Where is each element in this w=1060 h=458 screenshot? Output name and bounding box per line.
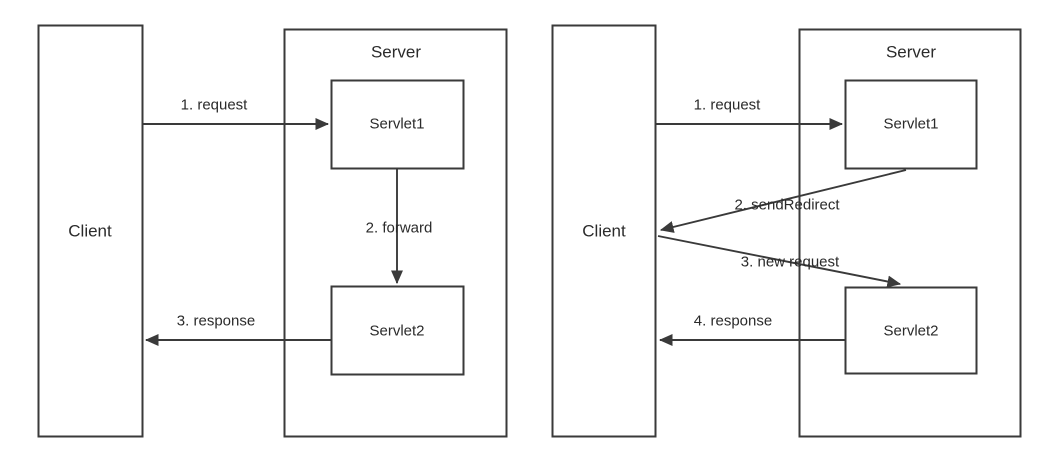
servlet2-box-right xyxy=(844,286,978,375)
client-box-left xyxy=(37,24,144,438)
server-box-left xyxy=(283,28,508,438)
edge-label-right-request: 1. request xyxy=(693,96,761,114)
servlet2-label-left: Servlet2 xyxy=(369,322,425,340)
servlet2-label-right: Servlet2 xyxy=(883,322,939,340)
edge-arrow-right-new-request xyxy=(657,235,902,288)
servlet1-box-left xyxy=(330,79,465,170)
edge-label-left-forward: 2. forward xyxy=(365,219,433,237)
edge-label-right-response: 4. response xyxy=(693,312,773,330)
client-label-right: Client xyxy=(582,221,626,241)
servlet1-label-left: Servlet1 xyxy=(369,115,425,133)
servlet2-box-left xyxy=(330,285,465,376)
edge-label-left-request: 1. request xyxy=(180,96,248,114)
servlet1-label-right: Servlet1 xyxy=(883,115,939,133)
servlet1-box-right xyxy=(844,79,978,170)
edge-label-right-new-request: 3. new request xyxy=(740,253,840,271)
server-label-right: Server xyxy=(885,42,937,62)
server-label-left: Server xyxy=(370,42,422,62)
edge-label-right-sendredirect: 2. sendRedirect xyxy=(734,196,840,214)
edge-label-left-response: 3. response xyxy=(176,312,256,330)
server-box-right xyxy=(798,28,1022,438)
client-box-right xyxy=(551,24,657,438)
edge-arrow-right-sendredirect xyxy=(659,169,907,233)
client-label-left: Client xyxy=(68,221,112,241)
